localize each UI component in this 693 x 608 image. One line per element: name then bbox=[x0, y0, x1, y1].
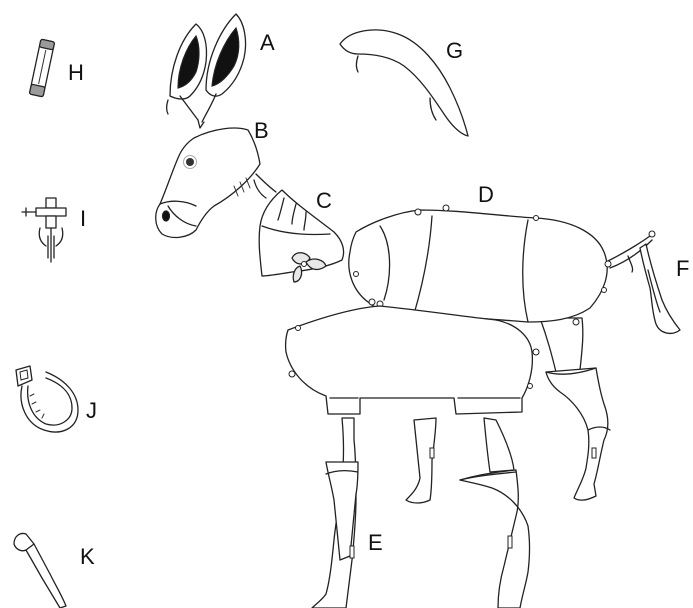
label-e: E bbox=[368, 532, 383, 554]
label-g: G bbox=[446, 40, 463, 62]
tail-part-f bbox=[606, 231, 680, 333]
far-rear-leg bbox=[540, 318, 610, 500]
label-a: A bbox=[260, 32, 275, 54]
clip-part-i bbox=[22, 198, 66, 262]
head-part-b bbox=[156, 128, 276, 237]
far-front-leg bbox=[406, 418, 436, 503]
fuse-part-h bbox=[29, 39, 54, 97]
hex-key-part-k bbox=[14, 533, 66, 608]
label-c: C bbox=[316, 190, 332, 212]
label-k: K bbox=[80, 546, 95, 568]
cable-tie-part-j bbox=[16, 366, 78, 432]
label-i: I bbox=[80, 208, 86, 230]
ears-part-a bbox=[167, 14, 246, 128]
label-d: D bbox=[478, 184, 494, 206]
label-b: B bbox=[254, 120, 269, 142]
label-j: J bbox=[86, 400, 97, 422]
label-h: H bbox=[68, 62, 84, 84]
label-f: F bbox=[676, 258, 689, 280]
